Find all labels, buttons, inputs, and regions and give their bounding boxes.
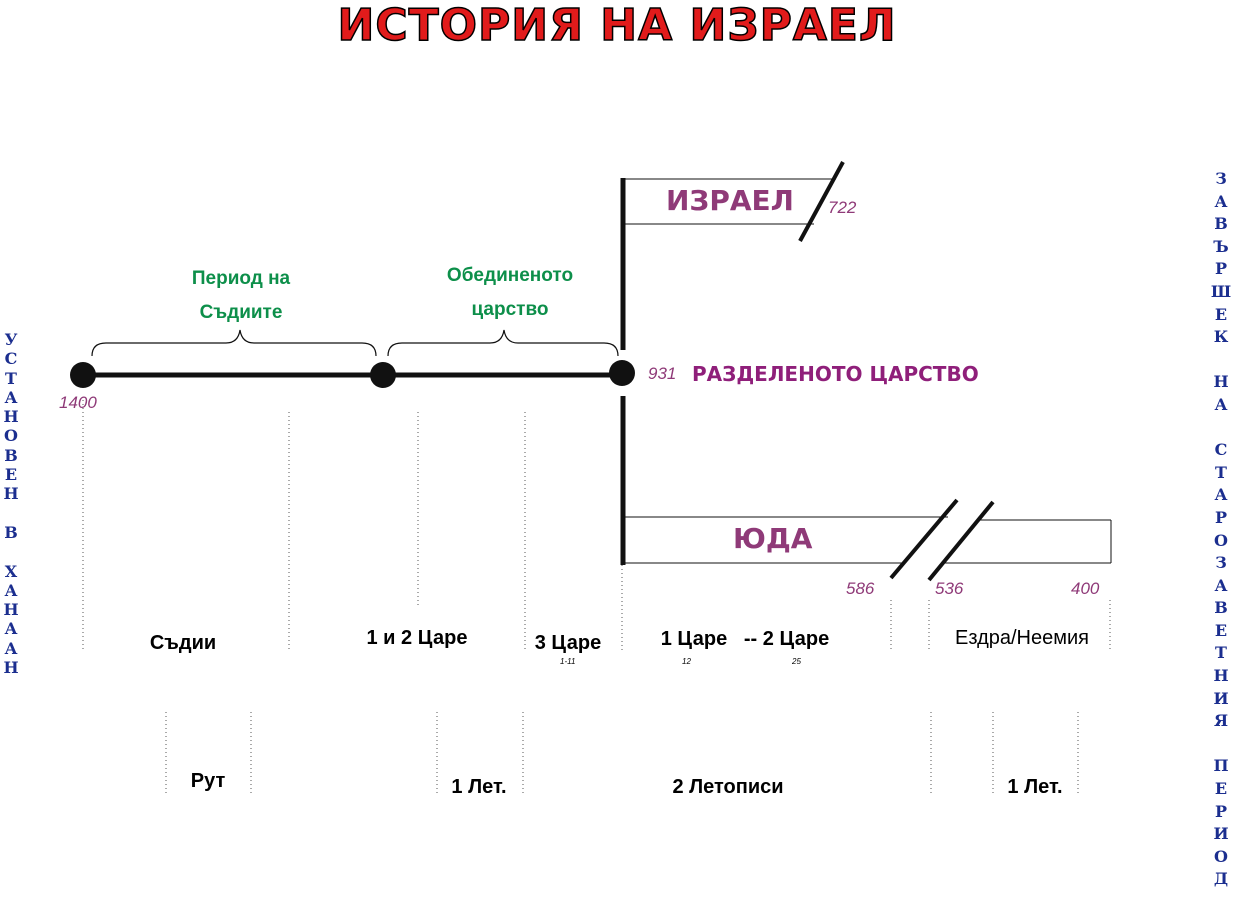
book-kings3-ref: 1-11 [560, 657, 576, 666]
year-586: 586 [846, 579, 875, 598]
book-kings3: 3 Царе [534, 632, 602, 654]
year-1400: 1400 [59, 393, 97, 412]
book-samuel: 1 и 2 Царе [366, 627, 468, 649]
year-400: 400 [1071, 579, 1100, 598]
period-united-label: Обединеното царство [446, 265, 574, 320]
book-1-chronicles-a: 1 Лет. [451, 776, 507, 798]
brace-united [387, 329, 619, 357]
israel-label: ИЗРАЕЛ [666, 184, 794, 217]
period-judges-label: Период на Съдиите [191, 268, 291, 323]
year-931: 931 [648, 364, 677, 383]
left-vertical-text: У С Т А Н О В Е Н В Х А Н А А Н [3, 330, 19, 678]
node-1400 [70, 362, 96, 388]
page-title: ИСТОРИЯ НА ИЗРАЕЛ [337, 0, 897, 52]
book-judges: Съдии [149, 632, 217, 654]
divided-kingdom-label: РАЗДЕЛЕНОТО ЦАРСТВО [692, 362, 979, 386]
book-kings-ref-25: 25 [792, 657, 801, 666]
book-ezra-nehemiah: Ездра/Неемия [955, 627, 1089, 649]
israel-end-slash [798, 161, 845, 242]
book-1-chronicles-b: 1 Лет. [1007, 776, 1063, 798]
brace-judges [91, 329, 377, 357]
right-vertical-text: З А В Ъ Р Ш Е К Н А С Т А Р О З А В Е Т … [1210, 169, 1232, 889]
book-ruth: Рут [190, 770, 226, 792]
book-kings-ref-12: 12 [682, 657, 691, 666]
judah-slash-586 [889, 498, 959, 580]
node-united-start [370, 362, 396, 388]
judah-slash-536 [927, 500, 995, 582]
judah-label: ЮДА [733, 522, 813, 555]
node-931 [609, 360, 635, 386]
book-kings-span: 1 Царе -- 2 Царе [660, 628, 830, 650]
year-722: 722 [828, 198, 857, 217]
book-2-chronicles: 2 Летописи [672, 776, 784, 798]
year-536: 536 [935, 579, 964, 598]
